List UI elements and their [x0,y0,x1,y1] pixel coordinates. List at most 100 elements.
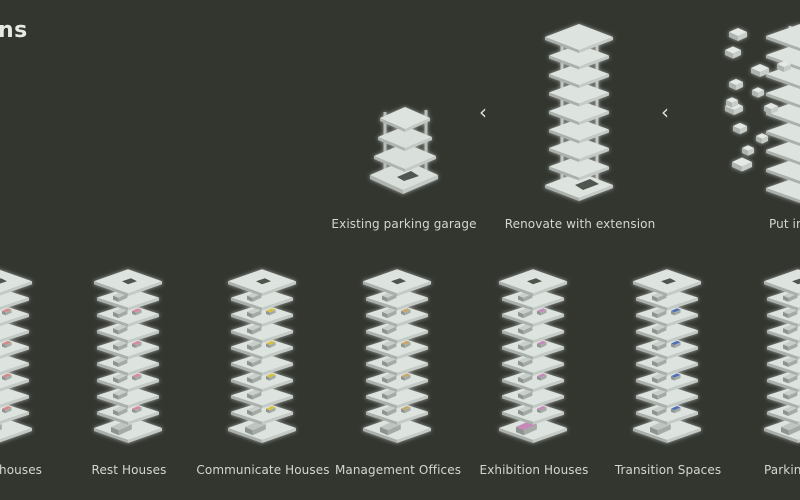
floating-module [756,133,768,144]
program-tower [764,269,800,443]
program-room-highlight [671,373,681,381]
tower-floor-slab [549,44,609,70]
module-tower-slab [766,176,800,203]
program-room-highlight [2,340,12,348]
room-block [113,307,128,319]
program-room-highlight [537,406,547,414]
room-block [113,405,128,416]
program-tower [499,269,567,443]
room-block [382,405,397,416]
process-arrow-1: ‹ [479,100,487,124]
program-tower [94,269,162,443]
program-floor-slab [97,320,159,344]
room-block [518,307,533,319]
program-label-houses: houses [0,463,43,477]
room-block [518,356,533,368]
tower-floor-slab [549,81,609,107]
tower-floor-slab [545,24,613,53]
room-block [113,373,128,384]
program-tower [228,269,296,443]
program-room-highlight [537,340,547,348]
module-tower-slab [766,24,800,51]
floating-module [725,46,741,59]
program-label-rest-houses: Rest Houses [91,463,167,477]
program-floor-slab [636,385,698,409]
roof-opening [0,278,7,284]
program-floor-slab [636,303,698,327]
program-tower [633,269,701,443]
program-room-highlight [401,406,411,414]
room-block [382,389,397,400]
module-tower-slab [766,138,800,165]
program-floor-slab [366,287,428,311]
program-label-management-offices: Management Offices [334,463,462,477]
program-floor-slab [231,401,293,425]
program-floor-slab [97,287,159,311]
program-room-highlight [2,406,12,414]
module-tower-slab [766,119,800,146]
room-block [113,389,128,400]
program-floor-slab [502,352,564,376]
program-floor-slab [502,320,564,344]
program-room-highlight [671,406,681,414]
program-label-exhibition-houses: Exhibition Houses [479,463,589,477]
program-tower [363,269,431,443]
program-room-highlight [401,373,411,381]
program-room-highlight [132,406,142,414]
room-block [382,340,397,351]
module-tower-slab [766,81,800,108]
room-block [652,373,667,384]
program-room-highlight [401,340,411,348]
program-floor-slab [636,287,698,311]
program-tower [0,270,32,443]
program-floor-slab [502,369,564,393]
room-block [783,373,798,384]
program-room-highlight [266,340,276,348]
module-tower-slab [766,100,800,127]
program-floor-slab [231,303,293,327]
module-tower-slab [766,157,800,184]
program-room-highlight [671,340,681,348]
floating-module [733,122,747,135]
program-room-highlight [132,308,142,316]
program-room-highlight [266,373,276,381]
program-floor-slab [366,369,428,393]
program-floor-slab [0,386,29,408]
room-block [518,340,533,351]
step-label-put-in: Put in l [769,217,800,231]
floating-module [752,87,764,98]
program-floor-slab [366,320,428,344]
program-floor-slab [502,287,564,311]
program-floor-slab [97,401,159,425]
room-block [247,356,262,368]
program-floor-slab [97,385,159,409]
room-block [518,373,533,384]
program-floor-slab [764,269,800,297]
program-floor-slab [97,336,159,360]
room-block [518,405,533,416]
room-block [247,307,262,319]
floating-module [726,97,738,108]
program-room-highlight [537,373,547,381]
program-floor-slab [231,385,293,409]
room-block [382,356,397,368]
module-tower-slab [766,62,800,89]
program-floor-slab [502,401,564,425]
room-block [247,324,262,335]
roof-opening [391,278,406,285]
roof-opening [122,278,137,285]
room-block [652,340,667,351]
room-block [113,340,128,351]
floating-module [764,102,778,115]
tower-floor-slab [549,100,609,125]
room-block [652,356,667,368]
program-floor-slab [366,352,428,376]
program-towers-row [0,269,800,443]
program-room-highlight [266,308,276,316]
floating-module [729,27,747,42]
ground-block [0,423,2,431]
room-block [247,340,262,351]
program-floor-slab [366,401,428,425]
floating-module [751,63,769,78]
